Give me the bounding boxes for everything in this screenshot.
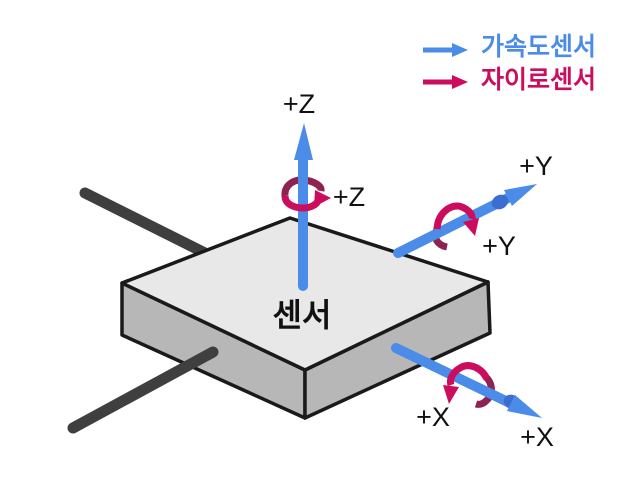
accel-y-arrow-knob-icon xyxy=(491,194,509,210)
gyro-x-rotation-front-arc-icon xyxy=(447,362,491,387)
legend-accel-row: 가속도센서 xyxy=(423,33,596,61)
accel-y-axis-label: +Y xyxy=(519,151,553,181)
legend-accel-arrowhead-icon xyxy=(452,43,468,57)
gyro-x-rotation-back-arc-icon xyxy=(474,375,495,408)
gyro-y-rotation-arrowhead-icon xyxy=(463,218,479,236)
legend-gyro-row: 자이로센서 xyxy=(423,66,596,94)
legend-gyro-arrowhead-icon xyxy=(452,75,468,89)
gyro-z-rotation-arrowhead-icon xyxy=(314,190,331,207)
mounting-rod-lower xyxy=(67,346,219,434)
x-axis-group: +X +X xyxy=(391,343,554,452)
gyro-x-rotation-arrowhead-icon xyxy=(443,385,459,404)
legend-gyro-label: 자이로센서 xyxy=(481,66,596,94)
gyro-y-axis-label: +Y xyxy=(482,231,516,261)
accel-y-arrowhead-icon xyxy=(504,184,537,206)
z-axis-group: +Z +Z xyxy=(281,89,365,291)
accel-x-axis-label: +X xyxy=(520,422,554,452)
mounting-rod-upper xyxy=(79,187,219,263)
gyro-x-axis-label: +X xyxy=(416,402,450,432)
legend-accel-label: 가속도센서 xyxy=(481,33,596,61)
accel-y-arrow-shaft-icon xyxy=(393,193,513,258)
accel-z-arrowhead-icon xyxy=(294,123,313,160)
accel-x-arrowhead-icon xyxy=(507,395,542,418)
gyro-y-rotation-front-arc-icon xyxy=(433,202,476,230)
legend: 가속도센서 자이로센서 xyxy=(423,33,596,94)
y-axis-group: +Y +Y xyxy=(393,151,553,261)
gyro-z-axis-label: +Z xyxy=(333,182,365,212)
sensor-box-label: 센서 xyxy=(273,297,332,333)
accel-z-axis-label: +Z xyxy=(283,89,315,119)
